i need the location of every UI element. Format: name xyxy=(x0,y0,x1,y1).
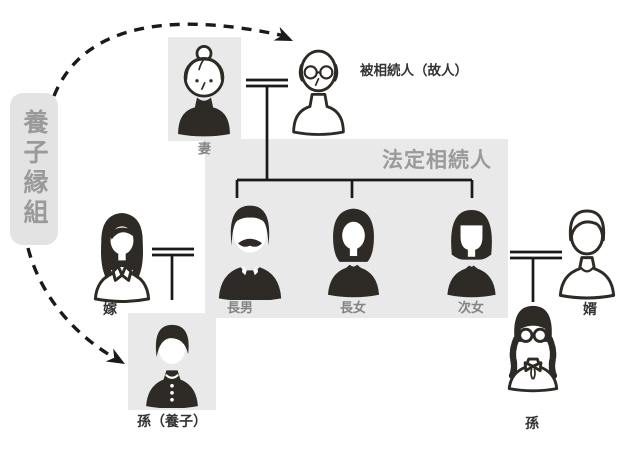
grandchild-label: 孫 xyxy=(525,416,539,432)
mustache-man-icon xyxy=(218,205,282,300)
adoption-arrow-bottom xyxy=(26,247,125,364)
long-hair-woman-shirt-icon xyxy=(93,213,151,303)
elderly-woman-icon xyxy=(178,45,230,137)
son-in-law-label: 婿 xyxy=(583,302,597,318)
young-man-outline-icon xyxy=(558,209,616,300)
deceased-label: 被相続人（故人） xyxy=(360,63,468,79)
arrowhead-icon xyxy=(273,26,293,41)
legal-heirs-label: 法定相続人 xyxy=(382,148,492,172)
elderly-man-glasses-icon xyxy=(292,49,345,136)
school-boy-icon xyxy=(146,324,198,408)
arrowhead-icon xyxy=(105,348,125,364)
adopted-grandchild-label: 孫（養子） xyxy=(137,414,207,430)
wife-label: 妻 xyxy=(197,142,211,157)
eldest-son-label: 長男 xyxy=(226,301,253,316)
daughter-in-law-label: 嫁 xyxy=(103,302,117,318)
adoption-tag: 養子縁組 xyxy=(10,93,58,245)
adoption-arrow-top xyxy=(52,22,293,97)
second-daughter-label: 次女 xyxy=(457,301,484,316)
bob-hair-woman-icon xyxy=(447,210,496,298)
braids-glasses-girl-icon xyxy=(507,305,559,393)
long-hair-woman-icon xyxy=(327,208,380,298)
eldest-daughter-label: 長女 xyxy=(339,301,366,316)
